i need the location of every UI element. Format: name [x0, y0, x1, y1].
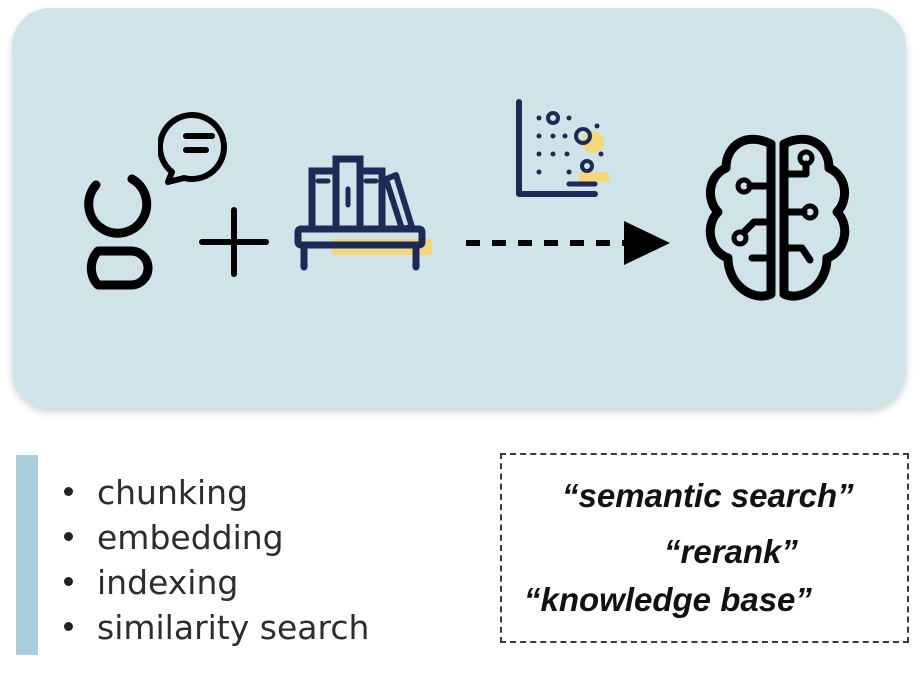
term-knowledge-base: “knowledge base” [524, 581, 812, 618]
term-rerank: “rerank” [664, 533, 798, 570]
term-semantic-search: “semantic search” [562, 477, 854, 514]
brain-circuit-icon [705, 134, 850, 301]
list-item: indexing [64, 560, 369, 605]
list-item: similarity search [64, 605, 369, 650]
illustration-panel [12, 8, 906, 408]
side-accent-bar [16, 455, 38, 655]
terms-box: “semantic search” “rerank” “knowledge ba… [500, 453, 909, 643]
dashed-arrow-icon [466, 221, 670, 265]
technique-list: chunking embedding indexing similarity s… [64, 470, 369, 650]
bookshelf-icon [294, 155, 432, 271]
list-item: embedding [64, 515, 369, 560]
chat-bubble-icon [158, 112, 227, 185]
plus-icon [199, 207, 269, 277]
user-icon [84, 174, 153, 290]
scatter-plot-icon [516, 99, 609, 197]
list-item: chunking [64, 470, 369, 515]
